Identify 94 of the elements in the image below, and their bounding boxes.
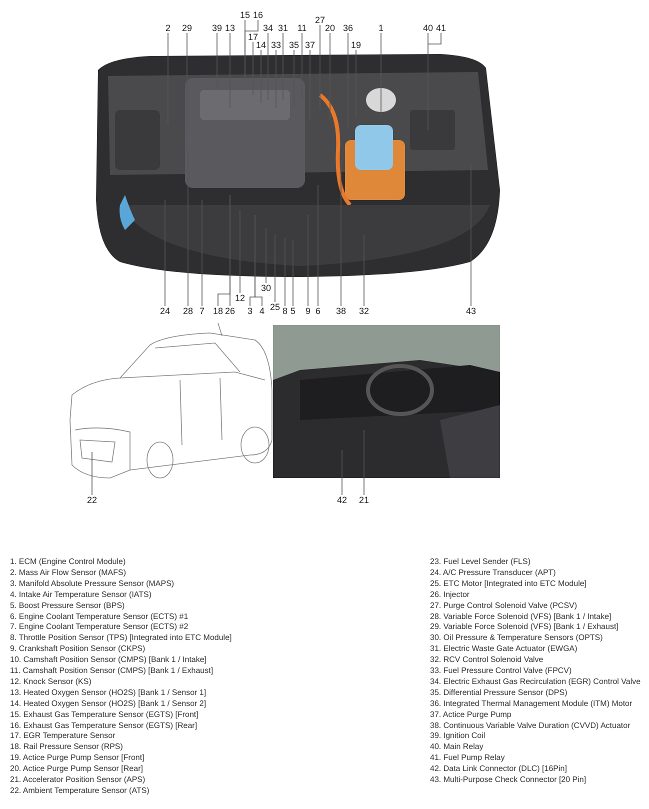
list-item: 20. Actice Purge Pump Sensor [Rear] bbox=[10, 764, 143, 774]
callout-number: 35 bbox=[288, 40, 300, 50]
list-item: 28. Variable Force Solenoid (VFS) [Bank 1 / Intake] bbox=[430, 612, 612, 622]
callout-number: 26 bbox=[224, 306, 236, 316]
list-item: 35. Differential Pressure Sensor (DPS) bbox=[430, 688, 568, 698]
callout-number: 28 bbox=[182, 306, 194, 316]
list-item: 13. Heated Oxygen Sensor (HO2S) [Bank 1 / Sensor 1] bbox=[10, 688, 206, 698]
list-item: 7. Engine Coolant Temperature Sensor (ECTS) #2 bbox=[10, 622, 188, 632]
list-item: 36. Integrated Thermal Management Module (ITM) Motor bbox=[430, 698, 632, 709]
list-item: 32. RCV Control Solenoid Valve bbox=[430, 655, 544, 666]
callout-number: 22 bbox=[86, 495, 98, 505]
list-item: 40. Main Relay bbox=[430, 742, 484, 752]
list-item: 2. Mass Air Flow Sensor (MAFS) bbox=[10, 568, 126, 578]
list-item: 38. Continuous Variable Valve Duration (CVVD) Actuator bbox=[430, 720, 630, 730]
callout-number: 15 bbox=[239, 10, 251, 20]
callout-number: 25 bbox=[269, 302, 281, 312]
callout-number: 31 bbox=[277, 23, 289, 33]
leader-line bbox=[380, 32, 382, 116]
callout-number: 17 bbox=[247, 32, 259, 42]
callout-number: 2 bbox=[164, 23, 172, 33]
leader-line bbox=[274, 234, 276, 302]
callout-number: 16 bbox=[252, 10, 264, 20]
list-item: 22. Ambient Temperature Sensor (ATS) bbox=[10, 786, 150, 796]
list-item: 1. ECM (Engine Control Module) bbox=[10, 557, 126, 567]
list-item: 43. Multi-Purpose Check Connector [20 Pin] bbox=[430, 775, 586, 785]
callout-number: 30 bbox=[260, 283, 272, 293]
callout-number: 41 bbox=[435, 23, 447, 33]
list-item: 15. Exhaust Gas Temperature Sensor (EGTS) [Front] bbox=[10, 710, 198, 720]
callout-number: 32 bbox=[358, 306, 370, 316]
list-item: 11. Camshaft Position Sensor (CMPS) [Bank 1 / Exhaust] bbox=[10, 666, 214, 676]
list-item: 42. Data Link Connector (DLC) [16Pin] bbox=[430, 764, 567, 774]
leader-line bbox=[164, 200, 166, 306]
leader-line bbox=[216, 32, 218, 88]
leader-line bbox=[282, 32, 284, 100]
callout-number: 18 bbox=[212, 306, 224, 316]
callout-number: 37 bbox=[304, 40, 316, 50]
list-item: 10. Camshaft Position Sensor (CMPS) [Bank 1 / Intake] bbox=[10, 655, 207, 666]
list-item: 33. Fuel Pressure Control Valve (FPCV) bbox=[430, 666, 572, 676]
callout-number: 34 bbox=[262, 23, 274, 33]
list-item: 39. Ignition Coil bbox=[430, 731, 486, 742]
callout-number: 1 bbox=[378, 23, 384, 33]
list-item: 3. Manifold Absolute Pressure Sensor (MAPS) bbox=[10, 578, 174, 589]
list-item: 41. Fuel Pump Relay bbox=[430, 753, 505, 764]
callout-number: 12 bbox=[234, 293, 246, 303]
list-item: 12. Knock Sensor (KS) bbox=[10, 676, 92, 687]
list-item: 30. Oil Pressure & Temperature Sensors (OPTS) bbox=[430, 633, 603, 644]
list-item: 6. Engine Coolant Temperature Sensor (ECTS) #1 bbox=[10, 612, 188, 622]
list-item: 27. Purge Control Solenoid Valve (PCSV) bbox=[430, 600, 578, 611]
list-item: 24. A/C Pressure Transducer (APT) bbox=[430, 568, 556, 578]
list-item: 29. Variable Force Solenoid (VFS) [Bank 1 / Exhaust] bbox=[430, 622, 618, 632]
callout-number: 3 bbox=[246, 306, 254, 316]
list-item: 23. Fuel Level Sender (FLS) bbox=[430, 557, 530, 567]
list-item: 21. Accelerator Position Sensor (APS) bbox=[10, 775, 146, 785]
callout-number: 24 bbox=[159, 306, 171, 316]
callout-number: 8 bbox=[282, 306, 288, 316]
list-item: 17. EGR Temperature Sensor bbox=[10, 731, 116, 742]
callout-number: 7 bbox=[198, 306, 206, 316]
list-item: 34. Electric Exhaust Gas Recirculation (EGR) Control Valve bbox=[430, 676, 641, 687]
callout-number: 5 bbox=[290, 306, 296, 316]
callout-number: 20 bbox=[324, 23, 336, 33]
callout-number: 27 bbox=[314, 15, 326, 25]
callout-number: 6 bbox=[314, 306, 322, 316]
list-item: 18. Rail Pressure Sensor (RPS) bbox=[10, 742, 123, 752]
callout-number: 14 bbox=[255, 40, 267, 50]
list-item: 9. Crankshaft Position Sensor (CKPS) bbox=[10, 644, 146, 654]
leader-line bbox=[292, 240, 294, 306]
list-item: 31. Electric Waste Gate Actuator (EWGA) bbox=[430, 644, 578, 654]
list-item: 5. Boost Pressure Sensor (BPS) bbox=[10, 600, 125, 611]
list-item: 8. Throttle Position Sensor (TPS) [Integrated into ETC Module] bbox=[10, 633, 232, 644]
callout-number: 33 bbox=[270, 40, 282, 50]
leader-line bbox=[470, 164, 472, 306]
callout-number: 36 bbox=[342, 23, 354, 33]
callout-number: 38 bbox=[335, 306, 347, 316]
callout-number: 19 bbox=[350, 40, 362, 50]
leader-line bbox=[284, 238, 286, 306]
list-item: 37. Actice Purge Pump bbox=[430, 710, 512, 720]
callout-number: 4 bbox=[258, 306, 266, 316]
list-item: 14. Heated Oxygen Sensor (HO2S) [Bank 1 / Sensor 2] bbox=[10, 698, 206, 709]
callout-number: 9 bbox=[304, 306, 312, 316]
callout-number: 11 bbox=[296, 23, 308, 33]
list-item: 4. Intake Air Temperature Sensor (IATS) bbox=[10, 590, 152, 600]
list-item: 19. Actice Purge Pump Sensor [Front] bbox=[10, 753, 144, 764]
list-item: 26. Injector bbox=[430, 590, 470, 600]
callout-number: 21 bbox=[358, 495, 370, 505]
callout-number: 40 bbox=[422, 23, 434, 33]
list-item: 16. Exhaust Gas Temperature Sensor (EGTS) [Rear] bbox=[10, 720, 198, 730]
leader-line bbox=[428, 32, 442, 44]
leader-line bbox=[340, 160, 342, 306]
callout-number: 42 bbox=[336, 495, 348, 505]
callout-number: 39 bbox=[211, 23, 223, 33]
callout-number: 29 bbox=[181, 23, 193, 33]
callout-number: 43 bbox=[465, 306, 477, 316]
list-item: 25. ETC Motor [Integrated into ETC Module] bbox=[430, 578, 587, 589]
callout-number: 13 bbox=[224, 23, 236, 33]
